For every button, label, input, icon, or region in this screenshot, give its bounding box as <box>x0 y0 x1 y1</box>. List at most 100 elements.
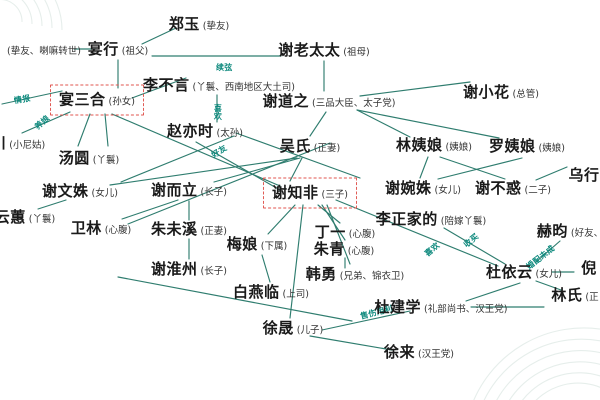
node-tangyuan[interactable]: 汤圆 (丫鬟) <box>59 150 119 166</box>
node-role: (总管) <box>509 89 539 100</box>
node-wushi[interactable]: 吴氏 (正妻) <box>280 138 340 154</box>
node-name: 李正家的 <box>375 210 438 228</box>
node-dujianxue[interactable]: 杜建学 (礼部尚书、汉王党) <box>375 299 508 315</box>
node-role: (兄弟、锦衣卫) <box>336 271 405 282</box>
node-xiexiaohua[interactable]: 谢小花 (总管) <box>463 84 539 100</box>
node-name: 谢婉姝 <box>385 179 432 197</box>
node-yanxing[interactable]: 宴行 (祖父) <box>88 41 148 57</box>
node-zhuweixi[interactable]: 朱未溪 (正妻) <box>151 221 227 237</box>
node-xiebuhuo[interactable]: 谢不惑 (二子) <box>475 180 551 196</box>
node-name: 汤圆 <box>58 149 90 167</box>
node-ni[interactable]: 倪 <box>581 260 597 276</box>
node-role: (二子) <box>521 185 551 196</box>
node-luoyiniang[interactable]: 罗姨娘 (姨娘) <box>489 138 565 154</box>
node-hanyong[interactable]: 韩勇 (兄弟、锦衣卫) <box>306 266 404 282</box>
node-name: 赫昀 <box>536 222 568 240</box>
node-name: 林姨娘 <box>396 136 443 154</box>
node-name: 谢不惑 <box>475 179 522 197</box>
node-xieerli[interactable]: 谢而立 (长子) <box>151 182 227 198</box>
node-zhuqing[interactable]: 朱青 (心腹) <box>314 241 374 257</box>
node-role: (丫鬟) <box>25 214 56 225</box>
node-name: 卫林 <box>70 219 102 237</box>
node-name: 杜依云 <box>486 263 533 281</box>
node-meiniang[interactable]: 梅娘 (下属) <box>227 236 287 252</box>
node-duyiyun[interactable]: 杜依云 (女儿) <box>486 264 562 280</box>
node-yansanhe[interactable]: 宴三合 (孙女) <box>50 84 144 116</box>
node-name: 谢道之 <box>262 92 310 110</box>
node-role: (丫鬟) <box>89 155 120 166</box>
node-role: (女儿) <box>88 188 118 199</box>
node-zhaoyishi[interactable]: 赵亦时 (太孙) <box>167 123 243 139</box>
node-role: (丫鬟、西南地区大土司) <box>189 82 295 93</box>
node-name: 宴行 <box>87 40 119 58</box>
node-name: 韩勇 <box>305 265 337 283</box>
node-role: (长子) <box>197 187 227 198</box>
node-name: 乌行 <box>568 166 600 184</box>
node-xielaotaitai[interactable]: 谢老太太 (祖母) <box>278 42 369 58</box>
node-name: 梅娘 <box>226 235 258 253</box>
edge-label-xihuan-vertical: 喜欢 <box>213 104 223 120</box>
node-role: (心腹) <box>101 225 132 236</box>
node-name: 赵亦时 <box>167 122 214 140</box>
node-role: (姨娘) <box>442 142 472 153</box>
node-name: 宴三合 <box>59 90 106 109</box>
node-role: (上司) <box>279 289 309 300</box>
node-name: 林氏 <box>551 286 583 304</box>
node-xulai[interactable]: 徐来 (汉王党) <box>384 344 454 360</box>
node-xiehuaizhou[interactable]: 谢淮州 (长子) <box>151 261 227 277</box>
node-name: 白燕临 <box>233 283 280 301</box>
node-name: 李不言 <box>143 76 190 94</box>
node-zhengyu[interactable]: 郑玉 (挚友) <box>169 16 229 32</box>
node-role: (正 <box>582 292 599 303</box>
node-name: 徐来 <box>384 343 416 361</box>
node-name: 谢老太太 <box>278 41 341 59</box>
node-yunhui[interactable]: 云蕙 (丫鬟) <box>0 209 55 225</box>
edge-label-xuxian: 续弦 <box>216 63 233 72</box>
node-name: 罗姨娘 <box>489 137 536 155</box>
node-lizhengjiade[interactable]: 李正家的 (陪嫁丫鬟) <box>376 211 486 227</box>
node-linyiniang[interactable]: 林姨娘 (姨娘) <box>396 137 472 153</box>
node-role: (儿子) <box>293 325 324 336</box>
node-baiyanlin[interactable]: 白燕临 (上司) <box>233 284 309 300</box>
node-name: 朱青 <box>313 240 345 258</box>
node-role: (正妻) <box>310 143 341 154</box>
node-name: 云蕙 <box>0 208 26 226</box>
node-libuyan[interactable]: 李不言 (丫鬟、西南地区大土司) <box>143 77 295 93</box>
node-unknown_left_top[interactable]: (挚友、喇嘛转世) <box>7 41 81 57</box>
node-role: (姨娘) <box>535 143 565 154</box>
node-role: (挚友、喇嘛转世) <box>7 46 81 57</box>
node-role: (正妻) <box>197 226 227 237</box>
node-role: (小尼姑) <box>6 140 46 151</box>
node-role: (三品大臣、太子党) <box>309 98 396 109</box>
node-role: (孙女) <box>105 96 135 108</box>
node-name: 谢小花 <box>463 83 510 101</box>
node-xusheng[interactable]: 徐晟 (儿子) <box>263 320 323 336</box>
node-name: 丁一 <box>314 223 346 241</box>
node-role: (下属) <box>257 241 288 252</box>
node-role: (陪嫁丫鬟) <box>437 216 487 227</box>
node-wuxing[interactable]: 乌行 <box>568 167 599 183</box>
node-xiezhifei[interactable]: 谢知非 (三子) <box>263 177 357 209</box>
node-dingyi[interactable]: 丁一 (心腹) <box>315 224 375 240</box>
node-role: (长子) <box>197 266 227 277</box>
node-role: (女儿) <box>532 269 562 280</box>
node-xiaoniugu_left[interactable]: 川 (小尼姑) <box>0 135 45 151</box>
node-linshi[interactable]: 林氏 (正 <box>551 287 598 303</box>
node-role: (女儿) <box>431 185 461 196</box>
node-role: (好友、 <box>567 228 600 239</box>
node-role: (礼部尚书、汉王党) <box>421 304 508 315</box>
node-heyun[interactable]: 赫昀 (好友、 <box>537 223 600 239</box>
node-name: 谢而立 <box>151 181 198 199</box>
node-name: 谢淮州 <box>151 260 198 278</box>
node-name: 徐晟 <box>262 319 294 337</box>
node-xiedaozhi[interactable]: 谢道之 (三品大臣、太子党) <box>263 93 396 109</box>
node-role: (心腹) <box>345 229 376 240</box>
node-name: 朱未溪 <box>151 220 198 238</box>
node-weilin[interactable]: 卫林 (心腹) <box>71 220 131 236</box>
node-xiewenshu[interactable]: 谢文姝 (女儿) <box>42 183 118 199</box>
node-role: (三子) <box>318 189 348 201</box>
node-xiewanshu[interactable]: 谢婉姝 (女儿) <box>385 180 461 196</box>
